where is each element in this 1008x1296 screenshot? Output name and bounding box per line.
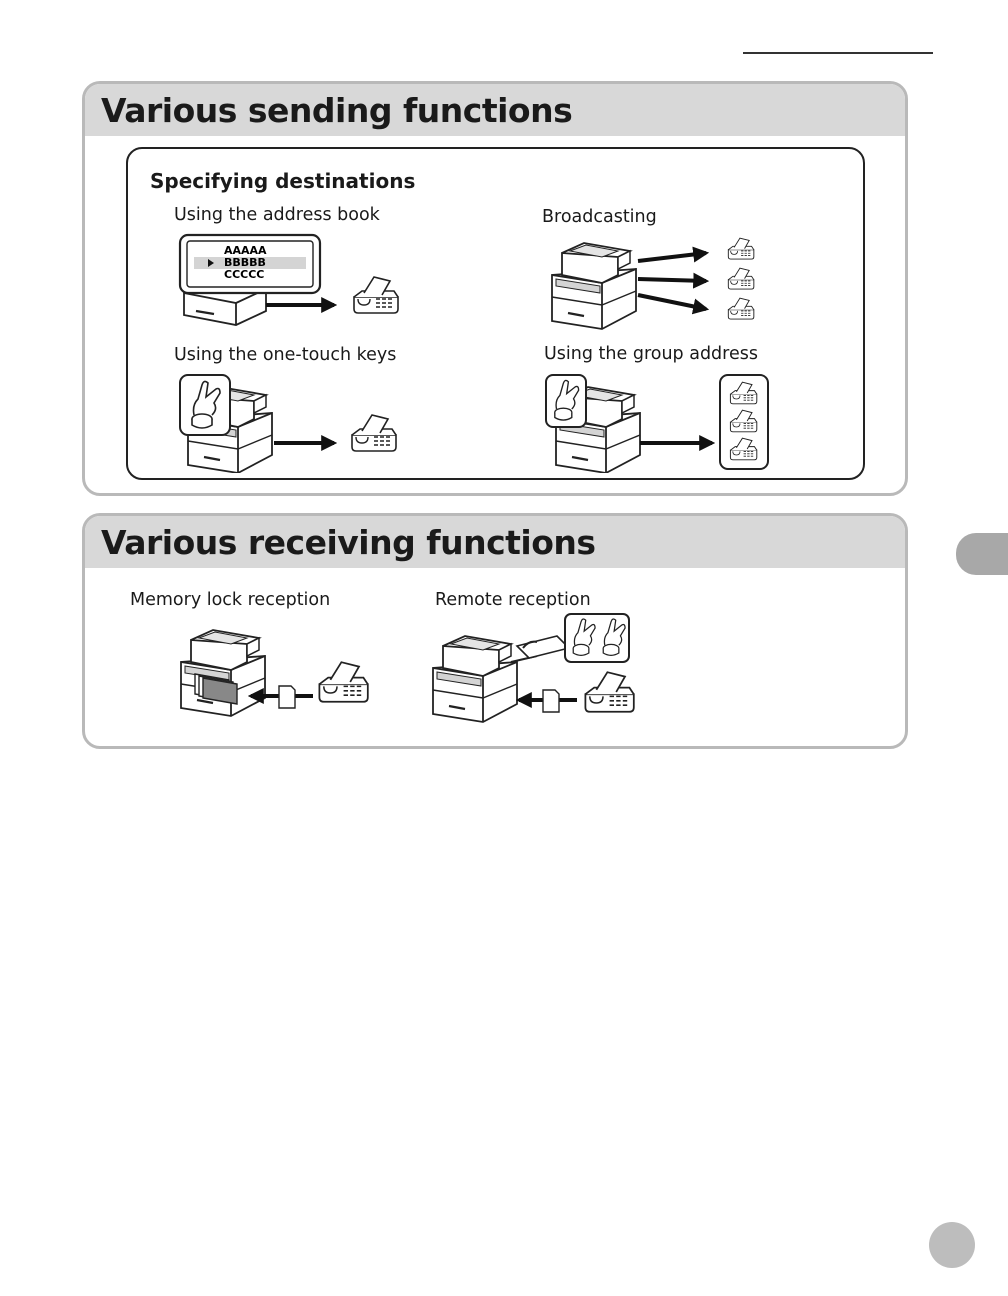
header-rule (743, 52, 933, 54)
chapter-side-tab (956, 533, 1008, 575)
document-icon (543, 690, 559, 712)
receiving-functions-panel: Various receiving functions Memory lock … (82, 513, 908, 749)
specifying-destinations-box: Specifying destinations Using the addres… (126, 147, 865, 480)
sender-fax-icon (319, 662, 367, 702)
broadcast-fax-3-icon (728, 298, 754, 319)
memory-lock-caption: Memory lock reception (130, 590, 330, 610)
document-icon (279, 686, 295, 708)
page-number-marker (929, 1222, 975, 1268)
address-book-caption: Using the address book (174, 205, 380, 225)
group-address-caption: Using the group address (544, 344, 758, 364)
address-book-illustration: AAAAA BBBBB CCCCC (174, 233, 414, 333)
destination-fax-icon (352, 415, 396, 451)
broadcasting-illustration (542, 233, 782, 333)
remote-reception-illustration (425, 612, 645, 728)
sending-panel-header: Various sending functions (85, 84, 905, 136)
receiving-panel-header: Various receiving functions (85, 516, 905, 568)
group-address-illustration (544, 373, 784, 473)
one-touch-illustration (178, 373, 418, 473)
copier-icon (552, 243, 636, 329)
broadcasting-caption: Broadcasting (542, 207, 657, 227)
sender-fax-icon (585, 672, 633, 712)
receiving-panel-title: Various receiving functions (101, 523, 596, 562)
destination-fax-icon (354, 277, 398, 313)
sending-panel-title: Various sending functions (101, 91, 572, 130)
sending-functions-panel: Various sending functions Specifying des… (82, 81, 908, 496)
broadcast-fax-2-icon (728, 268, 754, 289)
copier-icon (433, 636, 517, 722)
address-entry-3: CCCCC (224, 268, 264, 281)
memory-lock-illustration (173, 624, 383, 720)
specifying-destinations-title: Specifying destinations (150, 169, 415, 193)
broadcast-fax-1-icon (728, 238, 754, 259)
copier-icon (181, 630, 265, 716)
remote-reception-caption: Remote reception (435, 590, 591, 610)
one-touch-caption: Using the one-touch keys (174, 345, 396, 365)
